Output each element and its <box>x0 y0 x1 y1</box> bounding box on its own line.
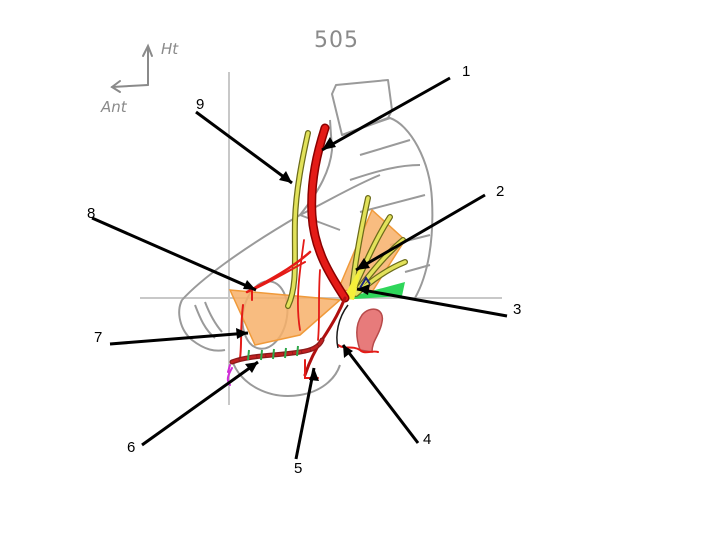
orientation-up-label: Ht <box>161 40 179 58</box>
orientation-arrows-icon <box>110 43 153 93</box>
bone-outline <box>178 79 434 397</box>
orientation-left-label: Ant <box>101 98 127 116</box>
green-ticks <box>247 345 299 361</box>
dark-outline-vessel <box>336 304 349 349</box>
reference-axes <box>140 72 502 405</box>
blue-vessel <box>359 276 371 289</box>
callout-label-9: 9 <box>196 96 205 113</box>
callout-label-6: 6 <box>127 439 136 456</box>
callout-label-2: 2 <box>496 183 505 200</box>
pink-structure <box>356 308 384 353</box>
diagram-title: 505 <box>314 28 359 53</box>
callout-label-1: 1 <box>462 63 471 80</box>
leader-lines <box>91 76 508 460</box>
callout-label-3: 3 <box>513 301 522 318</box>
callout-label-5: 5 <box>294 460 303 477</box>
callout-label-8: 8 <box>87 205 96 222</box>
callout-label-4: 4 <box>423 431 432 448</box>
callout-label-7: 7 <box>94 329 103 346</box>
arrowheads <box>236 137 370 381</box>
